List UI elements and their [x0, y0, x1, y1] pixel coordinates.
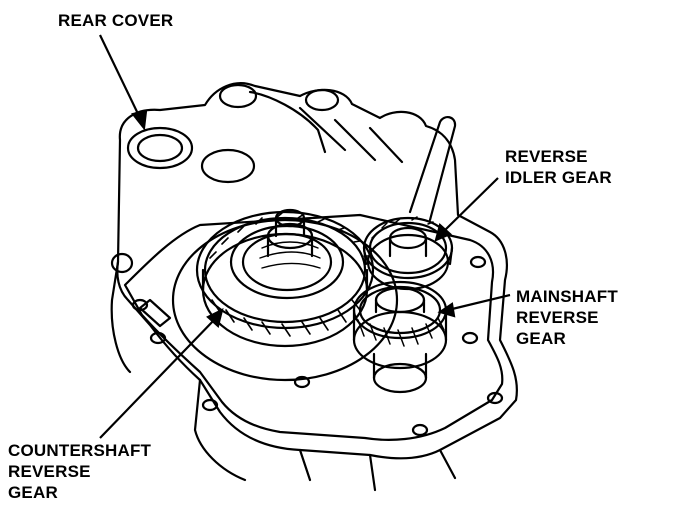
- arrowhead-reverse-idler-gear: [434, 222, 453, 242]
- rear-cover-boss-inner: [136, 133, 184, 163]
- rear-cover-housing: [116, 82, 518, 460]
- case-lower-flange: [298, 448, 457, 492]
- leader-rear-cover: [99, 34, 141, 119]
- mainshaft-reverse-gear: [352, 280, 448, 394]
- bolt-hole: [461, 331, 479, 345]
- label-line: REVERSE: [516, 308, 599, 327]
- bolt-hole: [293, 375, 311, 389]
- label-line: GEAR: [516, 329, 566, 348]
- arrowhead-countershaft-reverse-gear: [206, 307, 224, 329]
- case-side: [110, 260, 132, 374]
- leader-reverse-idler-gear: [442, 177, 499, 233]
- rear-cover-boss: [218, 83, 258, 109]
- label-line: MAINSHAFT: [516, 287, 618, 306]
- inner-bore: [171, 218, 399, 382]
- label-mainshaft-reverse-gear: MAINSHAFT REVERSE GEAR: [516, 286, 618, 349]
- bolt-hole: [149, 331, 167, 345]
- label-line: COUNTERSHAFT: [8, 441, 152, 460]
- bolt-hole: [201, 398, 219, 412]
- upper-tube: [248, 90, 327, 154]
- label-rear-cover-text: REAR COVER: [58, 11, 174, 30]
- flange-tab: [138, 298, 172, 328]
- label-rear-cover: REAR COVER: [58, 10, 173, 31]
- dowel-pin: [110, 252, 134, 274]
- label-line: REVERSE: [505, 147, 588, 166]
- bolt-hole: [131, 298, 149, 312]
- rear-cover-boss: [126, 126, 194, 170]
- upper-port: [304, 88, 340, 112]
- leader-mainshaft-reverse-gear: [447, 293, 511, 312]
- label-line: REVERSE: [8, 462, 91, 481]
- case-bottom-edge: [193, 378, 247, 482]
- label-line: GEAR: [8, 483, 58, 502]
- bolt-hole: [486, 391, 504, 405]
- bolt-hole: [469, 255, 487, 269]
- arrowhead-mainshaft-reverse-gear: [437, 302, 456, 318]
- countershaft-reverse-gear: [195, 208, 375, 348]
- bolt-hole: [411, 423, 429, 437]
- label-reverse-idler-gear: REVERSE IDLER GEAR: [505, 146, 612, 188]
- rear-cover-boss: [200, 148, 256, 184]
- label-countershaft-reverse-gear: COUNTERSHAFT REVERSE GEAR: [8, 440, 151, 503]
- leader-countershaft-reverse-gear: [99, 317, 217, 439]
- arrowhead-rear-cover: [131, 109, 148, 131]
- upper-rib: [298, 106, 404, 164]
- shift-rod: [408, 116, 457, 222]
- label-line: IDLER GEAR: [505, 168, 612, 187]
